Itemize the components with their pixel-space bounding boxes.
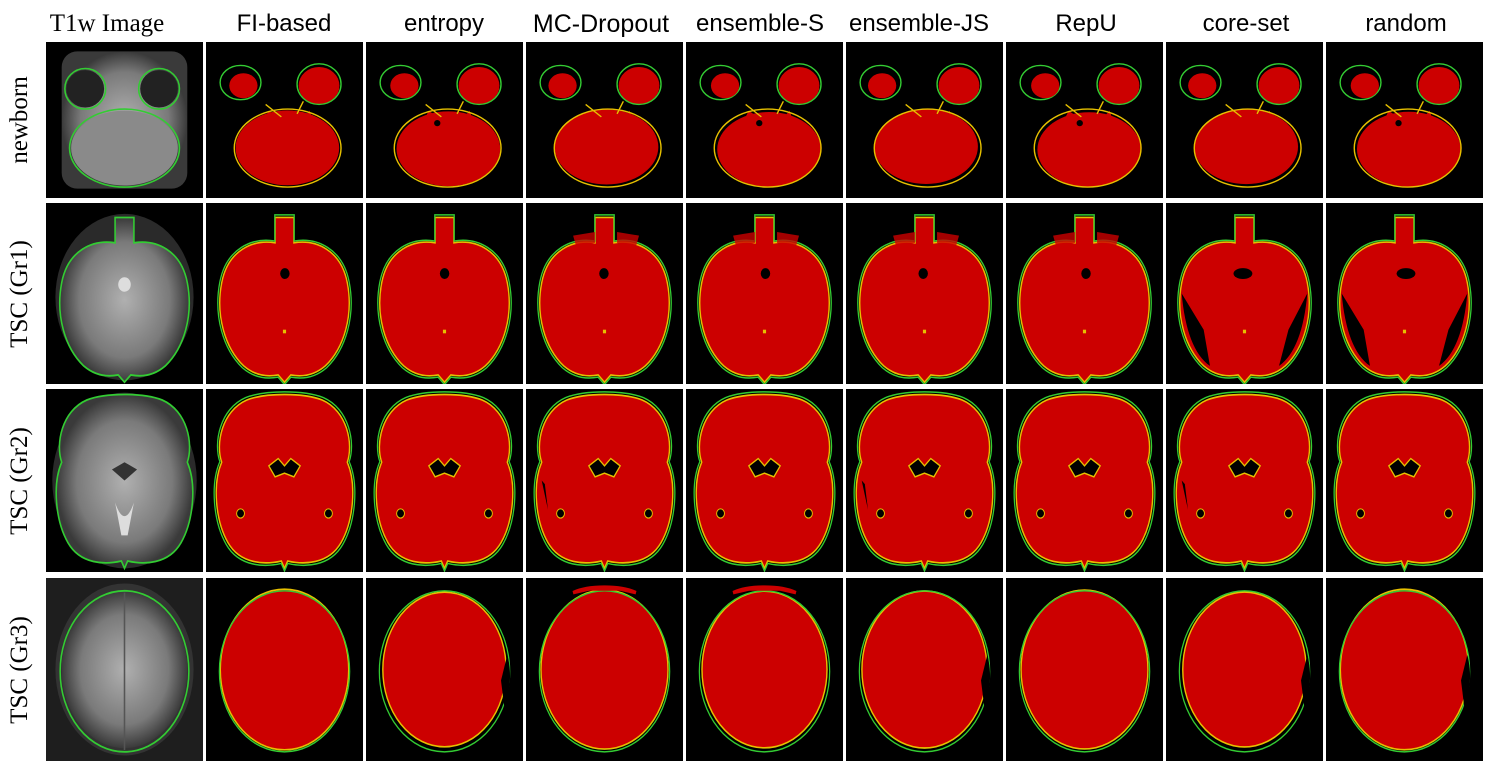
image-tsc-gr3-t1w-image: [46, 578, 203, 761]
column-header-ensemble-s: ensemble-S: [695, 10, 825, 37]
image-tsc-gr2-repu: [1006, 389, 1163, 572]
image-tsc-gr3-random: [1326, 578, 1483, 761]
image-newborn-core-set: [1166, 42, 1323, 198]
image-tsc-gr3-mc-dropout: [526, 578, 683, 761]
image-tsc-gr3-fi-based: [206, 578, 363, 761]
column-header-repu: RepU: [1055, 10, 1117, 37]
image-tsc-gr1-entropy: [366, 203, 523, 384]
image-tsc-gr1-random: [1326, 203, 1483, 384]
column-header-random: random: [1365, 10, 1447, 37]
image-tsc-gr1-ensemble-s: [686, 203, 843, 384]
image-tsc-gr3-ensemble-s: [686, 578, 843, 761]
image-tsc-gr2-fi-based: [206, 389, 363, 572]
column-header-fi-based: FI-based: [236, 10, 332, 37]
image-tsc-gr2-random: [1326, 389, 1483, 572]
column-header-core-set: core-set: [1202, 10, 1290, 37]
image-tsc-gr2-core-set: [1166, 389, 1323, 572]
image-newborn-random: [1326, 42, 1483, 198]
image-tsc-gr1-t1w-image: [46, 203, 203, 384]
image-tsc-gr3-ensemble-js: [846, 578, 1003, 761]
image-tsc-gr2-ensemble-s: [686, 389, 843, 572]
image-tsc-gr3-entropy: [366, 578, 523, 761]
image-tsc-gr2-t1w-image: [46, 389, 203, 572]
row-label-newborn: newborn: [6, 76, 33, 164]
image-tsc-gr2-entropy: [366, 389, 523, 572]
image-newborn-ensemble-js: [846, 42, 1003, 198]
image-tsc-gr2-mc-dropout: [526, 389, 683, 572]
image-newborn-ensemble-s: [686, 42, 843, 198]
image-tsc-gr1-fi-based: [206, 203, 363, 384]
image-tsc-gr2-ensemble-js: [846, 389, 1003, 572]
row-label-tsc-gr3: TSC (Gr3): [6, 615, 33, 724]
row-label-tsc-gr2: TSC (Gr2): [6, 426, 33, 535]
column-header-ensemble-js: ensemble-JS: [848, 10, 990, 37]
image-tsc-gr1-repu: [1006, 203, 1163, 384]
image-tsc-gr1-ensemble-js: [846, 203, 1003, 384]
column-header-t1w-image: T1w Image: [49, 10, 165, 37]
column-header-entropy: entropy: [403, 10, 485, 37]
image-newborn-entropy: [366, 42, 523, 198]
column-header-mc-dropout: MC-Dropout: [532, 10, 670, 38]
image-newborn-repu: [1006, 42, 1163, 198]
image-newborn-mc-dropout: [526, 42, 683, 198]
image-tsc-gr3-core-set: [1166, 578, 1323, 761]
image-tsc-gr1-mc-dropout: [526, 203, 683, 384]
row-label-tsc-gr1: TSC (Gr1): [6, 239, 33, 348]
image-tsc-gr3-repu: [1006, 578, 1163, 761]
image-newborn-fi-based: [206, 42, 363, 198]
image-newborn-t1w-image: [46, 42, 203, 198]
image-tsc-gr1-core-set: [1166, 203, 1323, 384]
